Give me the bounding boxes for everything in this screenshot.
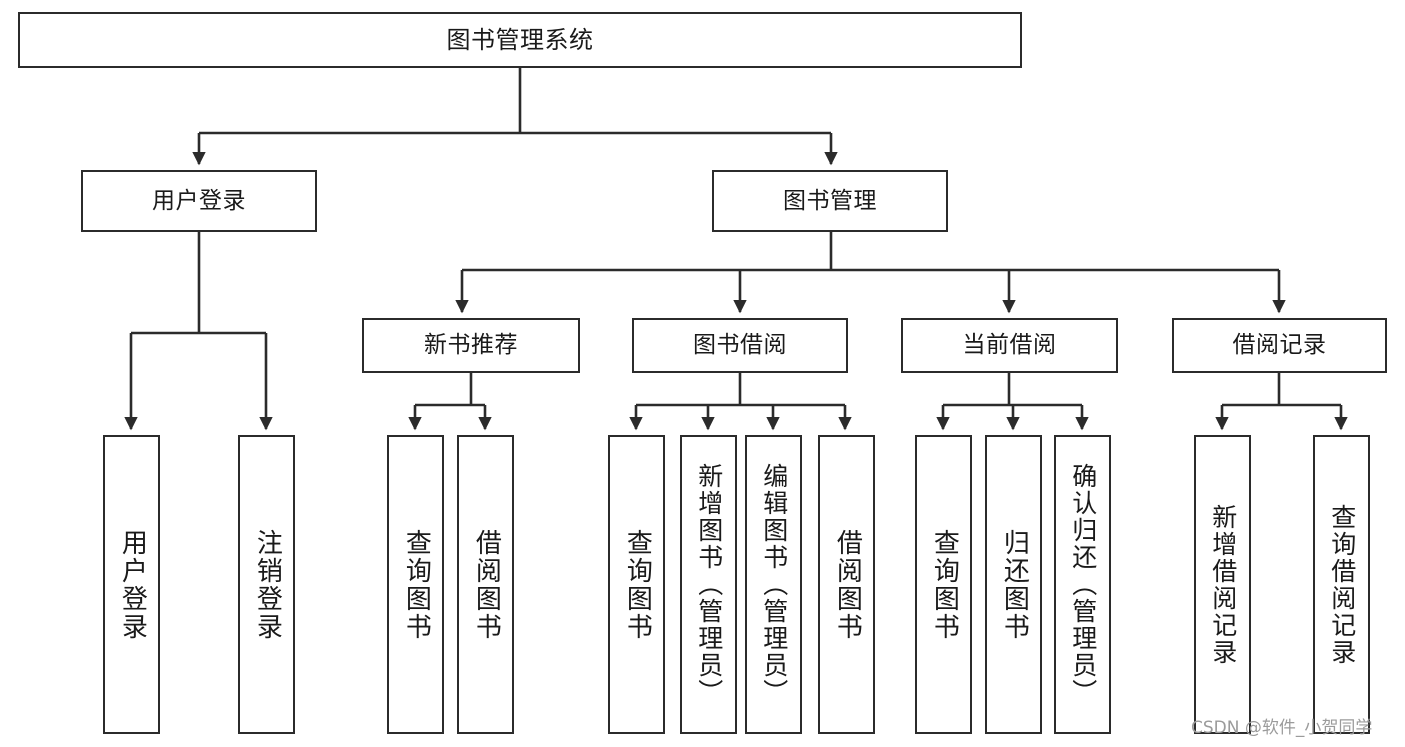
- node-borrow-record-label: 借阅记录: [1232, 332, 1327, 359]
- watermark-text: CSDN @软件_小贺同学: [1191, 718, 1373, 738]
- leaf-borrow-query-book-label: 查询图书: [622, 528, 653, 641]
- leaf-current-return-book-label: 归还图书: [999, 528, 1030, 641]
- leaf-new-book-query-label: 查询图书: [401, 528, 432, 641]
- leaf-current-query-book[interactable]: 查询图书: [915, 435, 972, 734]
- leaf-user-login-login-label: 用户登录: [117, 528, 148, 641]
- leaf-borrow-query-book[interactable]: 查询图书: [608, 435, 665, 734]
- leaf-new-book-query[interactable]: 查询图书: [387, 435, 444, 734]
- node-new-book-recommend-label: 新书推荐: [424, 332, 518, 359]
- node-borrow-record[interactable]: 借阅记录: [1172, 318, 1387, 373]
- leaf-record-add[interactable]: 新增借阅记录: [1194, 435, 1251, 734]
- leaf-borrow-add-book-label: 新增图书（管理员）: [694, 463, 724, 706]
- node-root-system[interactable]: 图书管理系统: [18, 12, 1022, 68]
- node-user-login-label: 用户登录: [152, 187, 246, 214]
- leaf-current-return-book[interactable]: 归还图书: [985, 435, 1042, 734]
- leaf-borrow-add-book[interactable]: 新增图书（管理员）: [680, 435, 737, 734]
- leaf-record-add-label: 新增借阅记录: [1208, 503, 1238, 666]
- leaf-record-query-label: 查询借阅记录: [1327, 503, 1357, 666]
- leaf-new-book-borrow[interactable]: 借阅图书: [457, 435, 514, 734]
- leaf-user-login-logout[interactable]: 注销登录: [238, 435, 295, 734]
- node-book-borrow-label: 图书借阅: [693, 332, 787, 359]
- node-new-book-recommend[interactable]: 新书推荐: [362, 318, 580, 373]
- leaf-record-query[interactable]: 查询借阅记录: [1313, 435, 1370, 734]
- node-book-borrow[interactable]: 图书借阅: [632, 318, 848, 373]
- node-current-borrow-label: 当前借阅: [962, 332, 1057, 359]
- leaf-user-login-login[interactable]: 用户登录: [103, 435, 160, 734]
- node-book-management-label: 图书管理: [783, 187, 877, 214]
- node-root-system-label: 图书管理系统: [446, 26, 594, 54]
- leaf-borrow-edit-book[interactable]: 编辑图书（管理员）: [745, 435, 802, 734]
- leaf-borrow-edit-book-label: 编辑图书（管理员）: [759, 463, 789, 706]
- node-book-management[interactable]: 图书管理: [712, 170, 948, 232]
- leaf-new-book-borrow-label: 借阅图书: [471, 528, 502, 641]
- leaf-current-confirm-return-label: 确认归还（管理员）: [1068, 463, 1098, 706]
- node-current-borrow[interactable]: 当前借阅: [901, 318, 1118, 373]
- leaf-borrow-borrow-book[interactable]: 借阅图书: [818, 435, 875, 734]
- leaf-current-confirm-return[interactable]: 确认归还（管理员）: [1054, 435, 1111, 734]
- leaf-user-login-logout-label: 注销登录: [252, 528, 283, 641]
- node-user-login[interactable]: 用户登录: [81, 170, 317, 232]
- leaf-current-query-book-label: 查询图书: [929, 528, 960, 641]
- leaf-borrow-borrow-book-label: 借阅图书: [832, 528, 863, 641]
